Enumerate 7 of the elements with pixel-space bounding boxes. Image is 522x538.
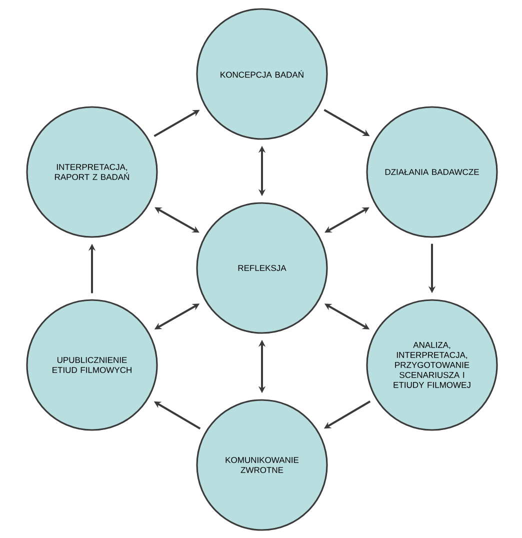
circle-node: INTERPRETACJA, RAPORT Z BADAŃ (26, 106, 158, 238)
circle-node: REFLEKSJA (196, 202, 328, 334)
circle-node: DZIAŁANIA BADAWCZE (366, 106, 498, 238)
circle-node: KONCEPCJA BADAŃ (196, 8, 328, 140)
circle-node: KOMUNIKOWANIE ZWROTNE (196, 399, 328, 531)
circle-node: UPUBLICZNIENIE ETIUD FILMOWYCH (26, 299, 158, 431)
circle-node: ANALIZA, INTERPRETACJA, PRZYGOTOWANIE SCENARIUSZA I ETIUDY FILMOWEJ (366, 299, 498, 431)
